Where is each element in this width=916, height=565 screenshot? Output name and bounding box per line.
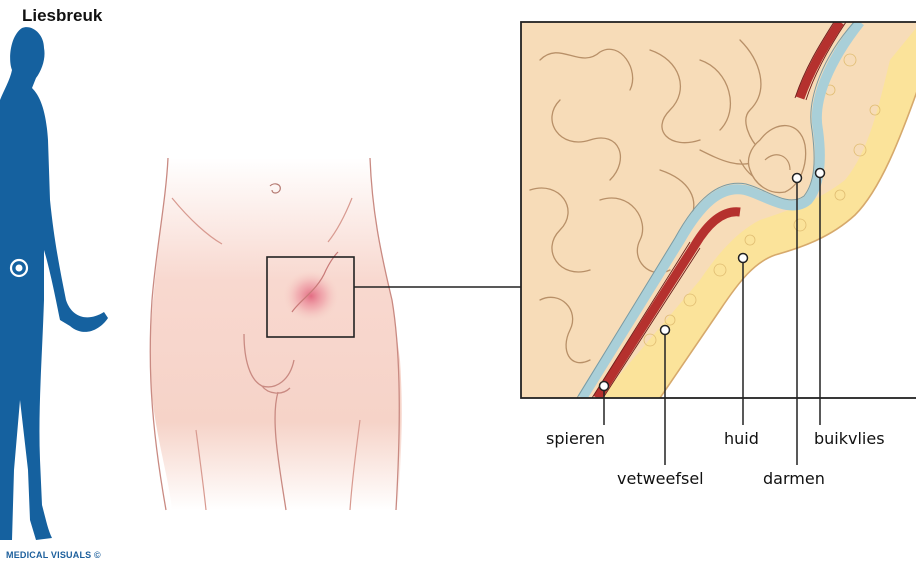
- label-spieren: spieren: [546, 429, 605, 448]
- label-vetweefsel: vetweefsel: [617, 469, 704, 488]
- label-huid: huid: [724, 429, 759, 448]
- label-darmen: darmen: [763, 469, 825, 488]
- body-silhouette: [0, 27, 108, 540]
- credit-text: MEDICAL VISUALS ©: [6, 550, 101, 560]
- hernia-bulge: [283, 270, 339, 322]
- diagram-title: Liesbreuk: [22, 6, 102, 26]
- cross-section-detail: [521, 22, 916, 398]
- label-buikvlies: buikvlies: [814, 429, 885, 448]
- torso-illustration: [150, 158, 402, 510]
